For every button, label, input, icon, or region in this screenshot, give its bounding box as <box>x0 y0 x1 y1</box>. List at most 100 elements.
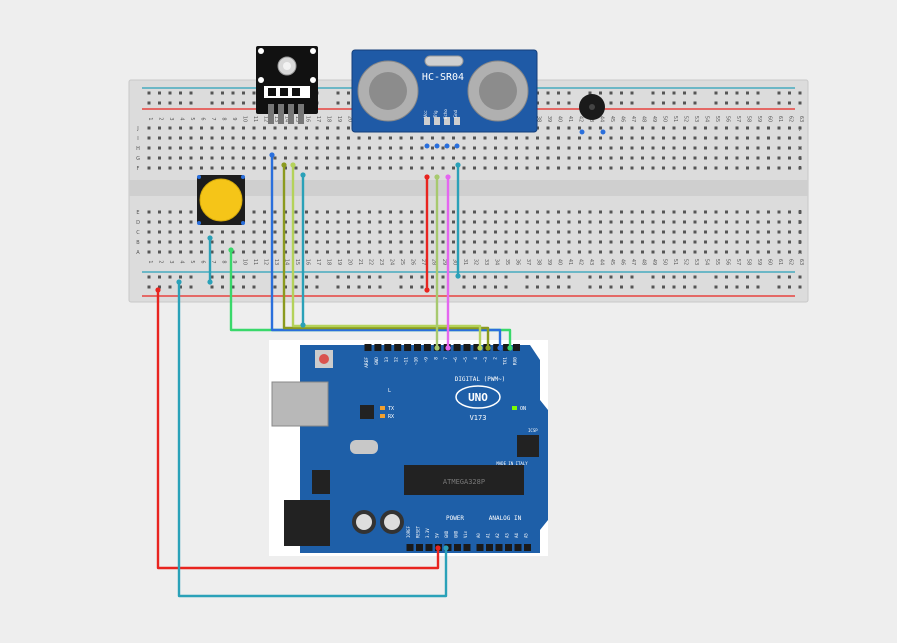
breadboard-hole[interactable] <box>494 250 497 254</box>
breadboard-hole[interactable] <box>525 146 529 150</box>
breadboard-hole[interactable] <box>441 220 445 224</box>
power-header-pin[interactable] <box>463 544 471 551</box>
breadboard-hole[interactable] <box>714 156 718 160</box>
breadboard-hole[interactable] <box>767 220 770 224</box>
breadboard-hole[interactable] <box>515 240 518 244</box>
breadboard-hole[interactable] <box>557 101 560 105</box>
breadboard-hole[interactable] <box>567 210 571 214</box>
breadboard-hole[interactable] <box>798 91 802 95</box>
breadboard-hole[interactable] <box>683 91 686 95</box>
ultrasonic-pin[interactable] <box>454 117 460 125</box>
breadboard-hole[interactable] <box>179 126 182 130</box>
breadboard-hole[interactable] <box>305 240 308 244</box>
breadboard-hole[interactable] <box>504 275 508 279</box>
breadboard-hole[interactable] <box>662 156 665 160</box>
breadboard-hole[interactable] <box>231 230 235 234</box>
breadboard-hole[interactable] <box>504 240 508 244</box>
breadboard-hole[interactable] <box>378 166 382 170</box>
breadboard-hole[interactable] <box>263 250 266 254</box>
breadboard-hole[interactable] <box>662 250 665 254</box>
breadboard-hole[interactable] <box>410 220 413 224</box>
breadboard-hole[interactable] <box>158 220 161 224</box>
breadboard-hole[interactable] <box>452 240 455 244</box>
breadboard-hole[interactable] <box>735 285 739 289</box>
breadboard-hole[interactable] <box>179 250 182 254</box>
breadboard-hole[interactable] <box>798 166 802 170</box>
breadboard-hole[interactable] <box>777 250 781 254</box>
breadboard-hole[interactable] <box>693 230 697 234</box>
breadboard-hole[interactable] <box>168 220 172 224</box>
breadboard-hole[interactable] <box>357 230 361 234</box>
breadboard-hole[interactable] <box>536 250 539 254</box>
breadboard-hole[interactable] <box>725 146 728 150</box>
breadboard-hole[interactable] <box>588 250 592 254</box>
breadboard-hole[interactable] <box>189 285 193 289</box>
breadboard-hole[interactable] <box>630 146 634 150</box>
breadboard-hole[interactable] <box>168 156 172 160</box>
breadboard-hole[interactable] <box>536 275 539 279</box>
breadboard-hole[interactable] <box>273 220 277 224</box>
breadboard-hole[interactable] <box>347 156 350 160</box>
breadboard-hole[interactable] <box>662 101 665 105</box>
digital-header-pin[interactable] <box>414 344 421 351</box>
breadboard-hole[interactable] <box>378 250 382 254</box>
breadboard-hole[interactable] <box>284 166 287 170</box>
breadboard-hole[interactable] <box>284 146 287 150</box>
breadboard-hole[interactable] <box>231 240 235 244</box>
breadboard-hole[interactable] <box>441 136 445 140</box>
breadboard-hole[interactable] <box>620 230 623 234</box>
breadboard-hole[interactable] <box>179 156 182 160</box>
breadboard-hole[interactable] <box>483 156 487 160</box>
breadboard-hole[interactable] <box>567 285 571 289</box>
breadboard-hole[interactable] <box>483 275 487 279</box>
breadboard-hole[interactable] <box>431 220 434 224</box>
ultrasonic-pin[interactable] <box>434 117 440 125</box>
breadboard-hole[interactable] <box>641 146 644 150</box>
breadboard-hole[interactable] <box>557 250 560 254</box>
breadboard-hole[interactable] <box>252 166 256 170</box>
breadboard-hole[interactable] <box>683 126 686 130</box>
breadboard-hole[interactable] <box>515 210 518 214</box>
breadboard-hole[interactable] <box>147 156 151 160</box>
breadboard-hole[interactable] <box>389 166 392 170</box>
breadboard-hole[interactable] <box>515 230 518 234</box>
breadboard-hole[interactable] <box>347 275 350 279</box>
breadboard-hole[interactable] <box>672 220 676 224</box>
breadboard-hole[interactable] <box>210 285 214 289</box>
breadboard-hole[interactable] <box>788 136 791 140</box>
breadboard-hole[interactable] <box>599 126 602 130</box>
breadboard-hole[interactable] <box>578 230 581 234</box>
breadboard-hole[interactable] <box>504 156 508 160</box>
breadboard-hole[interactable] <box>221 240 224 244</box>
breadboard-hole[interactable] <box>336 166 340 170</box>
breadboard-hole[interactable] <box>452 156 455 160</box>
breadboard-hole[interactable] <box>620 250 623 254</box>
breadboard-hole[interactable] <box>662 166 665 170</box>
breadboard-hole[interactable] <box>578 250 581 254</box>
breadboard-hole[interactable] <box>609 275 613 279</box>
breadboard-hole[interactable] <box>725 166 728 170</box>
breadboard-hole[interactable] <box>273 230 277 234</box>
breadboard-hole[interactable] <box>336 275 340 279</box>
breadboard-hole[interactable] <box>746 126 749 130</box>
breadboard-hole[interactable] <box>336 136 340 140</box>
breadboard-hole[interactable] <box>389 136 392 140</box>
breadboard-hole[interactable] <box>704 126 707 130</box>
breadboard-hole[interactable] <box>620 275 623 279</box>
breadboard-hole[interactable] <box>462 166 466 170</box>
digital-header-pin[interactable] <box>374 344 382 351</box>
breadboard-hole[interactable] <box>609 240 613 244</box>
breadboard-hole[interactable] <box>588 285 592 289</box>
breadboard-hole[interactable] <box>378 285 382 289</box>
breadboard-hole[interactable] <box>651 156 655 160</box>
breadboard-hole[interactable] <box>557 126 560 130</box>
breadboard-hole[interactable] <box>609 210 613 214</box>
breadboard-hole[interactable] <box>599 275 602 279</box>
breadboard-hole[interactable] <box>168 166 172 170</box>
breadboard-hole[interactable] <box>630 166 634 170</box>
breadboard-hole[interactable] <box>284 285 287 289</box>
breadboard-hole[interactable] <box>683 146 686 150</box>
breadboard-hole[interactable] <box>242 275 245 279</box>
breadboard-hole[interactable] <box>347 250 350 254</box>
